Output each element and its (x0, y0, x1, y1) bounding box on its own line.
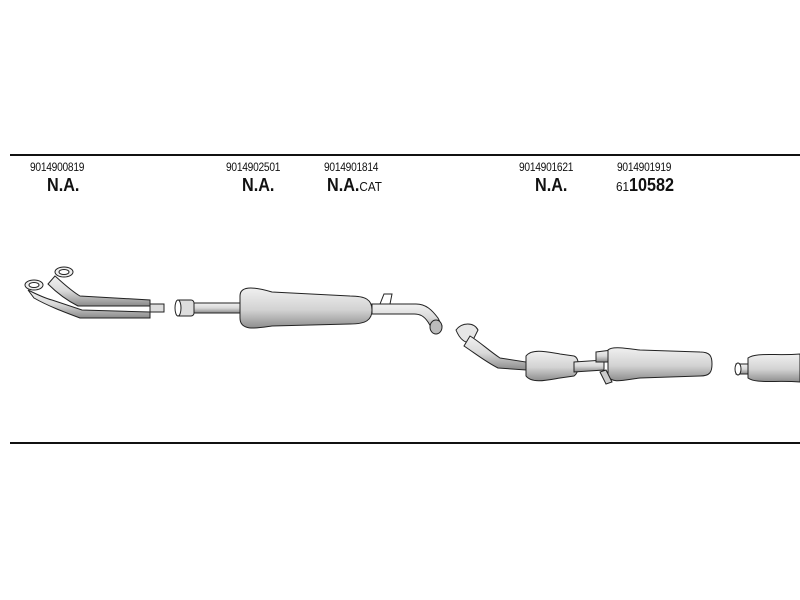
top-rule (10, 154, 800, 156)
availability-1: N.A. (47, 175, 79, 196)
bottom-rule (10, 442, 800, 444)
part-number-3: 9014901814 (324, 160, 379, 174)
tail-pipe (734, 353, 800, 383)
availability-3-suffix: CAT (359, 179, 382, 194)
availability-3-text: N.A. (327, 175, 360, 195)
part-number-2: 9014902501 (226, 160, 281, 174)
part-number-5: 9014901919 (617, 160, 672, 174)
availability-5-prefix: 61 (616, 179, 630, 194)
rear-muffler (595, 347, 713, 385)
availability-2: N.A. (242, 175, 274, 196)
availability-4: N.A. (535, 175, 567, 196)
front-downpipe (24, 266, 165, 319)
availability-5-text: 10582 (629, 175, 675, 195)
availability-4-text: N.A. (535, 175, 568, 195)
availability-2-text: N.A. (242, 175, 275, 195)
part-number-4: 9014901621 (519, 160, 574, 174)
middle-muffler (174, 287, 443, 335)
availability-1-text: N.A. (47, 175, 80, 195)
availability-3: N.A.CAT (327, 175, 382, 196)
catalytic-converter (455, 323, 605, 382)
availability-5: 6110582 (616, 175, 674, 196)
part-number-1: 9014900819 (30, 160, 85, 174)
